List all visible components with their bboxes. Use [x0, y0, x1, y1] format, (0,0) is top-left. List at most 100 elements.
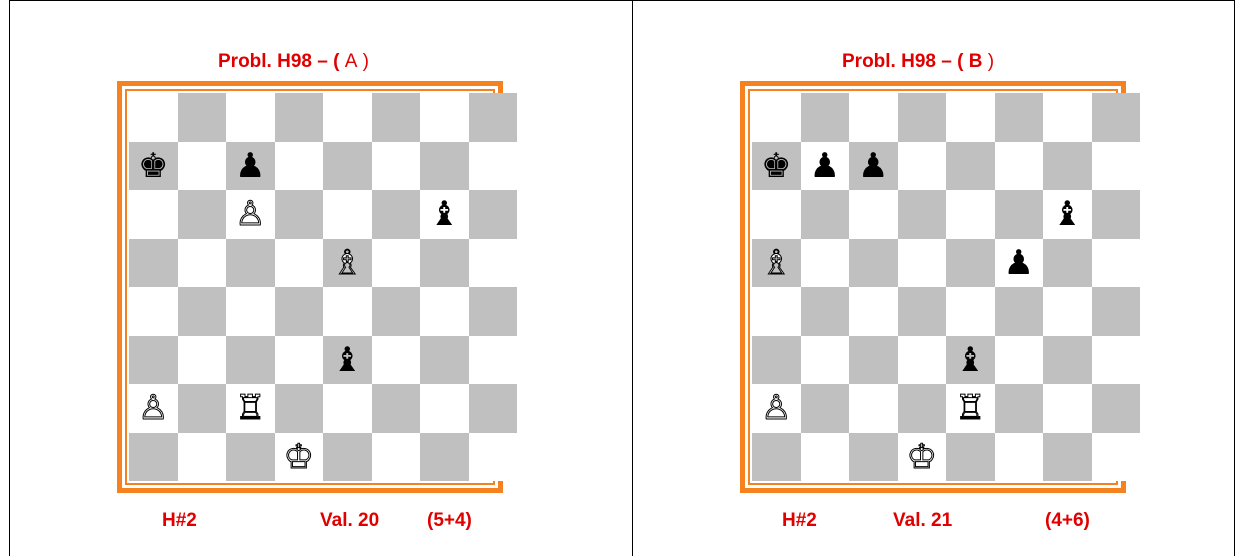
board-square: [226, 336, 275, 385]
board-square: [323, 287, 372, 336]
board-square: [898, 190, 947, 239]
board-square: [275, 93, 324, 142]
board-square: [323, 433, 372, 482]
board-square: [420, 93, 469, 142]
board-square: [1092, 384, 1141, 433]
stipulation: H#2: [782, 510, 817, 531]
board-square: ♙: [226, 190, 275, 239]
board-square: [752, 190, 801, 239]
value: Val. 21: [893, 510, 952, 531]
board-square: [178, 433, 227, 482]
board-square: [129, 433, 178, 482]
board-square: [178, 287, 227, 336]
board-square: [801, 433, 850, 482]
board-square: [849, 336, 898, 385]
white-king-icon: ♔: [284, 440, 314, 474]
board-square: [1092, 433, 1141, 482]
board-square: [1043, 336, 1092, 385]
board-square: ♔: [275, 433, 324, 482]
board-square: [1043, 239, 1092, 288]
black-bishop-icon: ♝: [332, 343, 362, 377]
board-square: ♙: [129, 384, 178, 433]
board-square: ♟: [995, 239, 1044, 288]
board-square: [995, 287, 1044, 336]
problem-a-title: Probl. H98 – ( A ): [218, 51, 369, 73]
white-rook-icon: ♖: [955, 391, 985, 425]
board-square: [372, 384, 421, 433]
piece-count: (5+4): [427, 510, 472, 531]
problem-a-board: ♚ ♟ ♙ ♝ ♗ ♝ ♙ ♖ ♔: [117, 81, 503, 493]
white-bishop-icon: ♗: [761, 246, 791, 280]
board-square: [178, 93, 227, 142]
board-square: ♝: [420, 190, 469, 239]
board-square: [995, 93, 1044, 142]
board-square: [995, 336, 1044, 385]
white-pawn-icon: ♙: [235, 197, 265, 231]
column-divider: [632, 0, 633, 556]
board-square: [801, 287, 850, 336]
board-square: [995, 384, 1044, 433]
board-square: [275, 336, 324, 385]
board-square: ♟: [849, 142, 898, 191]
problem-b-footer: H#2: [782, 510, 817, 532]
board-square: [801, 336, 850, 385]
board-square: [1043, 93, 1092, 142]
problem-b-title: Probl. H98 – ( B ): [842, 51, 994, 73]
board-square: [420, 287, 469, 336]
board-square: [1092, 190, 1141, 239]
piece-count: (4+6): [1045, 510, 1090, 531]
black-bishop-icon: ♝: [429, 197, 459, 231]
board-square: [469, 93, 518, 142]
board-square: [898, 384, 947, 433]
board-square: [1043, 287, 1092, 336]
board-square: ♟: [226, 142, 275, 191]
board-square: [372, 287, 421, 336]
board-square: [226, 287, 275, 336]
board-square: [129, 336, 178, 385]
board-square: [898, 287, 947, 336]
board-square: [752, 93, 801, 142]
board-square: [323, 142, 372, 191]
problem-b-count: (4+6): [1045, 510, 1090, 532]
board-square: [372, 93, 421, 142]
board-square: [226, 433, 275, 482]
board-square: [372, 239, 421, 288]
black-pawn-icon: ♟: [858, 149, 888, 183]
board-square: [178, 239, 227, 288]
board-square: ♚: [752, 142, 801, 191]
board-square: ♝: [1043, 190, 1092, 239]
board-square: [995, 190, 1044, 239]
board-square: [946, 433, 995, 482]
board-square: [469, 239, 518, 288]
board-square: ♔: [898, 433, 947, 482]
board-square: [420, 239, 469, 288]
problem-b-value: Val. 21: [893, 510, 952, 532]
board-inner-border: ♚♟♟♝♗♟♝♙♖♔: [748, 89, 1118, 485]
problem-a-count: (5+4): [427, 510, 472, 532]
board-square: ♖: [226, 384, 275, 433]
board-square: [801, 384, 850, 433]
board-square: [752, 336, 801, 385]
board-square: [995, 142, 1044, 191]
black-bishop-icon: ♝: [1052, 197, 1082, 231]
title-close-paren: ): [363, 51, 369, 72]
white-pawn-icon: ♙: [138, 391, 168, 425]
board-square: [801, 190, 850, 239]
board-inner-border: ♚ ♟ ♙ ♝ ♗ ♝ ♙ ♖ ♔: [125, 89, 495, 485]
problem-a-footer: H#2: [162, 510, 197, 532]
board-square: [849, 190, 898, 239]
board-square: [469, 142, 518, 191]
title-close-paren: ): [988, 51, 994, 72]
black-king-icon: ♚: [138, 149, 168, 183]
stipulation: H#2: [162, 510, 197, 531]
board-square: [995, 433, 1044, 482]
board-square: ♟: [801, 142, 850, 191]
board-square: [420, 384, 469, 433]
white-bishop-icon: ♗: [332, 246, 362, 280]
board-square: [129, 287, 178, 336]
board-square: [1043, 142, 1092, 191]
board-square: [1092, 287, 1141, 336]
black-king-icon: ♚: [761, 149, 791, 183]
board-square: [1043, 433, 1092, 482]
problem-b-board: ♚♟♟♝♗♟♝♙♖♔: [740, 81, 1126, 493]
